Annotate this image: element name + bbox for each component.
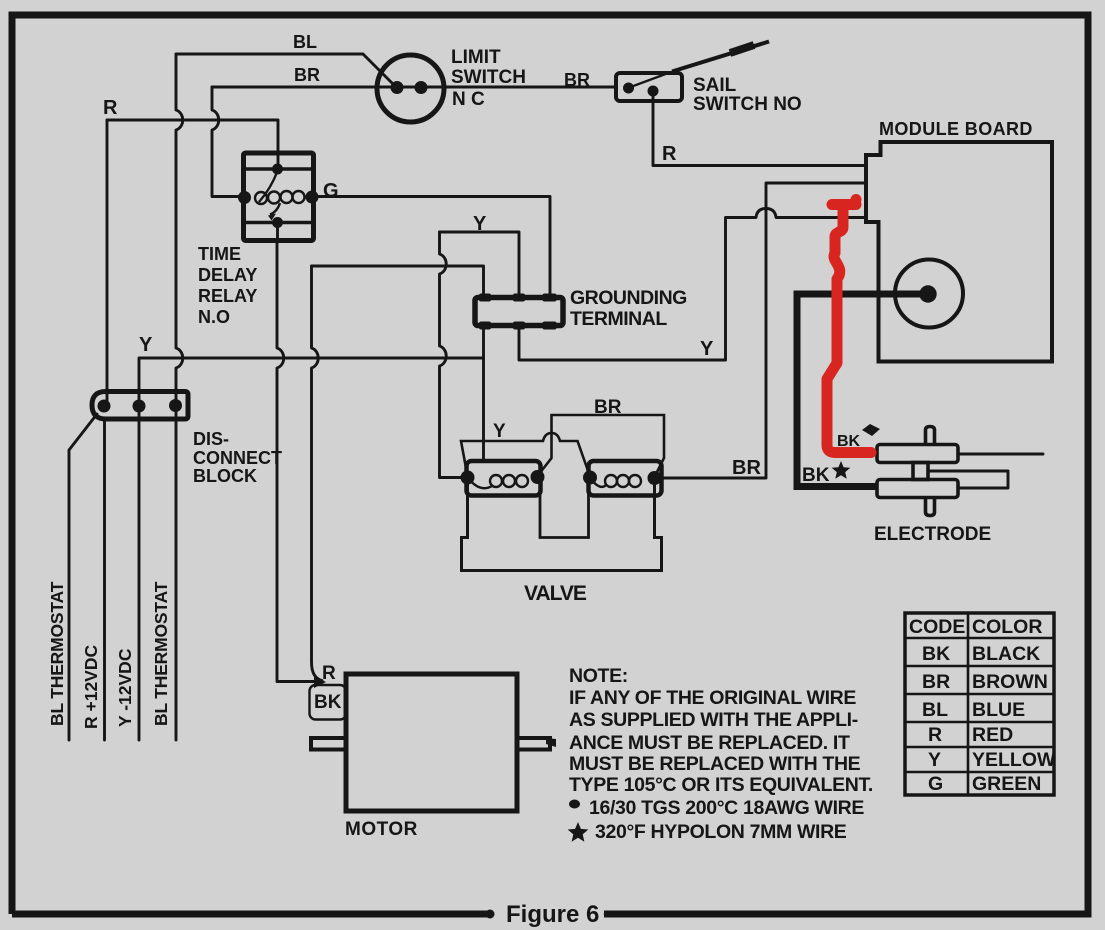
svg-text:LIMIT: LIMIT bbox=[451, 47, 501, 68]
svg-text:Y: Y bbox=[473, 213, 487, 235]
svg-text:BL: BL bbox=[293, 32, 317, 52]
svg-text:BR: BR bbox=[594, 397, 622, 418]
svg-text:CODE: CODE bbox=[909, 616, 965, 638]
svg-text:BLOCK: BLOCK bbox=[193, 466, 257, 486]
svg-text:G: G bbox=[323, 180, 339, 202]
svg-text:MUST BE REPLACED WITH THE: MUST BE REPLACED WITH THE bbox=[569, 753, 861, 775]
svg-text:GREEN: GREEN bbox=[972, 773, 1041, 795]
svg-text:DIS-: DIS- bbox=[193, 429, 229, 449]
svg-text:ELECTRODE: ELECTRODE bbox=[874, 524, 991, 545]
svg-text:R +12VDC: R +12VDC bbox=[81, 645, 101, 729]
svg-text:BK: BK bbox=[802, 465, 830, 486]
svg-text:G: G bbox=[928, 773, 943, 795]
svg-text:TYPE 105°C OR ITS EQUIVALENT.: TYPE 105°C OR ITS EQUIVALENT. bbox=[569, 774, 873, 796]
svg-text:R: R bbox=[322, 663, 336, 684]
svg-text:MODULE BOARD: MODULE BOARD bbox=[879, 119, 1033, 139]
svg-text:N C: N C bbox=[452, 89, 485, 110]
svg-text:IF ANY OF THE ORIGINAL WIRE: IF ANY OF THE ORIGINAL WIRE bbox=[569, 687, 856, 709]
svg-text:BL THERMOSTAT: BL THERMOSTAT bbox=[47, 581, 67, 726]
svg-text:CONNECT: CONNECT bbox=[193, 448, 282, 468]
svg-text:TERMINAL: TERMINAL bbox=[570, 308, 667, 330]
svg-text:R: R bbox=[928, 724, 942, 746]
svg-text:BR: BR bbox=[294, 65, 320, 85]
svg-text:BLACK: BLACK bbox=[972, 643, 1040, 665]
svg-text:N.O: N.O bbox=[198, 307, 230, 327]
svg-text:Figure 6: Figure 6 bbox=[506, 901, 599, 928]
svg-text:RELAY: RELAY bbox=[198, 286, 257, 306]
svg-text:SAIL: SAIL bbox=[693, 75, 737, 96]
svg-text:BR: BR bbox=[732, 457, 761, 479]
svg-text:320°F HYPOLON 7MM WIRE: 320°F HYPOLON 7MM WIRE bbox=[595, 821, 847, 843]
svg-text:COLOR: COLOR bbox=[972, 616, 1042, 638]
svg-text:16/30 TGS 200°C 18AWG WIRE: 16/30 TGS 200°C 18AWG WIRE bbox=[589, 797, 864, 819]
svg-text:Y: Y bbox=[139, 334, 153, 356]
svg-text:VALVE: VALVE bbox=[524, 582, 587, 605]
svg-text:R: R bbox=[662, 143, 677, 165]
svg-text:BR: BR bbox=[922, 671, 950, 693]
svg-text:YELLOW: YELLOW bbox=[972, 749, 1056, 771]
svg-text:SWITCH: SWITCH bbox=[451, 67, 526, 88]
svg-text:GROUNDING: GROUNDING bbox=[570, 287, 687, 309]
svg-text:Y -12VDC: Y -12VDC bbox=[115, 648, 135, 727]
svg-text:DELAY: DELAY bbox=[198, 265, 257, 285]
svg-text:BLUE: BLUE bbox=[972, 699, 1025, 721]
svg-text:BROWN: BROWN bbox=[972, 671, 1048, 693]
svg-text:BK: BK bbox=[314, 692, 342, 713]
svg-text:SWITCH NO: SWITCH NO bbox=[693, 94, 802, 115]
svg-text:RED: RED bbox=[972, 724, 1013, 746]
svg-text:MOTOR: MOTOR bbox=[345, 819, 418, 840]
svg-text:BL THERMOSTAT: BL THERMOSTAT bbox=[151, 581, 171, 726]
svg-text:BR: BR bbox=[564, 70, 590, 90]
svg-text:TIME: TIME bbox=[198, 244, 241, 264]
svg-text:ANCE MUST BE REPLACED. IT: ANCE MUST BE REPLACED. IT bbox=[569, 732, 850, 754]
svg-text:R: R bbox=[103, 97, 118, 119]
svg-text:Y: Y bbox=[928, 749, 941, 771]
svg-text:Y: Y bbox=[493, 421, 506, 442]
svg-text:BL: BL bbox=[922, 699, 948, 721]
svg-text:BK: BK bbox=[922, 643, 950, 665]
svg-text:NOTE:: NOTE: bbox=[569, 665, 628, 687]
svg-text:AS SUPPLIED WITH THE APPLI-: AS SUPPLIED WITH THE APPLI- bbox=[569, 709, 858, 731]
svg-text:BK: BK bbox=[837, 433, 861, 450]
svg-text:Y: Y bbox=[700, 338, 714, 360]
